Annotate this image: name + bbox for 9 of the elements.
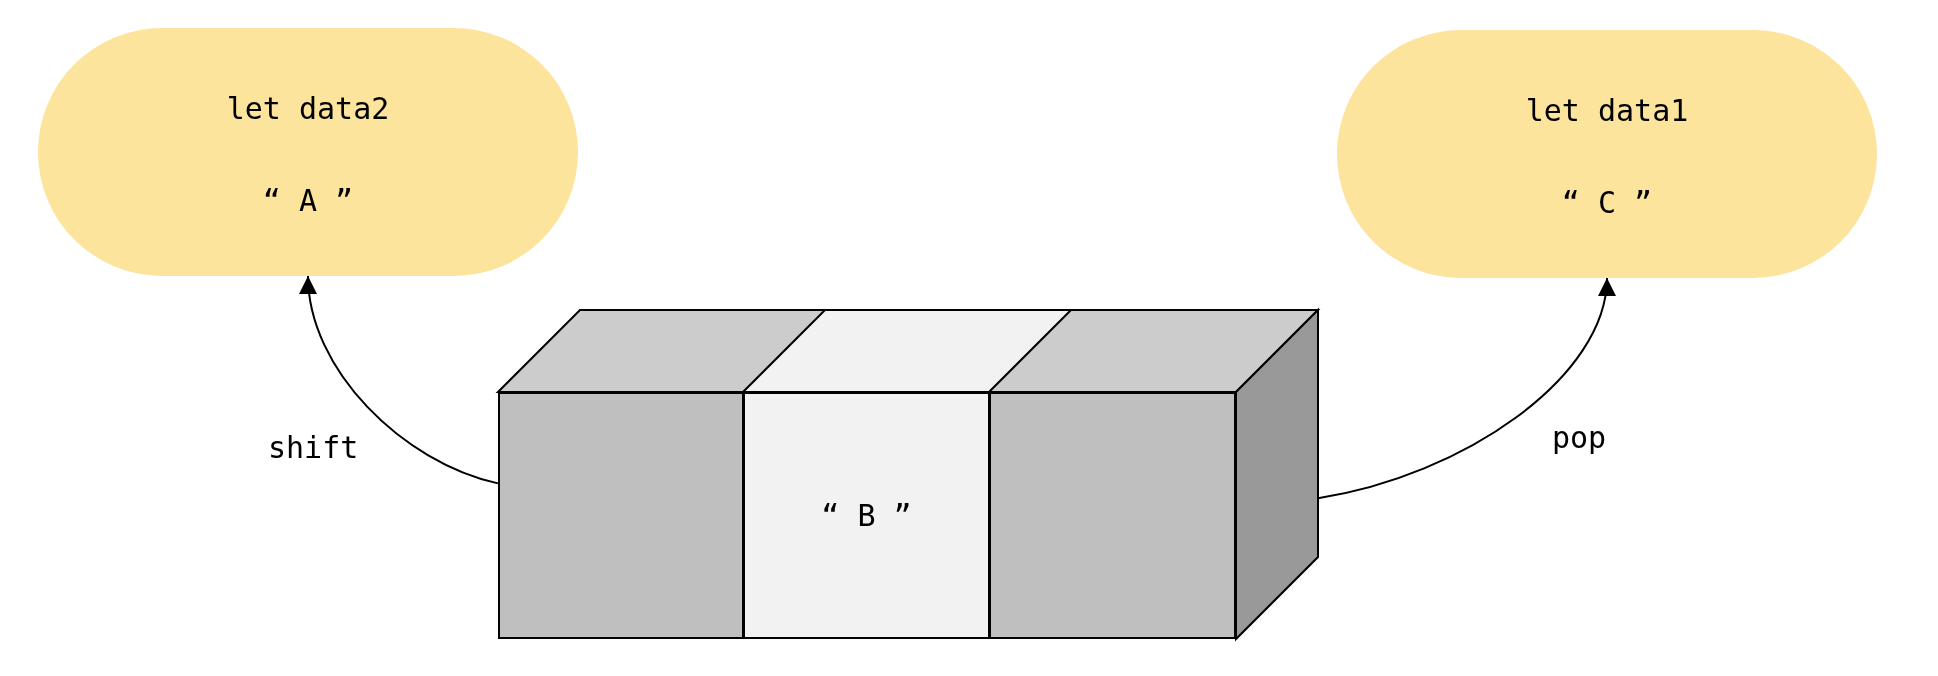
variable-declaration: let data1: [1525, 92, 1689, 128]
curved-arrow: [1317, 277, 1614, 500]
cell-value: “ B ”: [821, 498, 912, 533]
variable-value: “ C ”: [1561, 184, 1653, 220]
queue-cell: [498, 392, 744, 639]
queue-cell: [989, 392, 1236, 639]
variable-value: “ A ”: [262, 182, 354, 218]
curved-arrow: [300, 275, 499, 485]
variable-declaration: let data2: [226, 90, 390, 126]
